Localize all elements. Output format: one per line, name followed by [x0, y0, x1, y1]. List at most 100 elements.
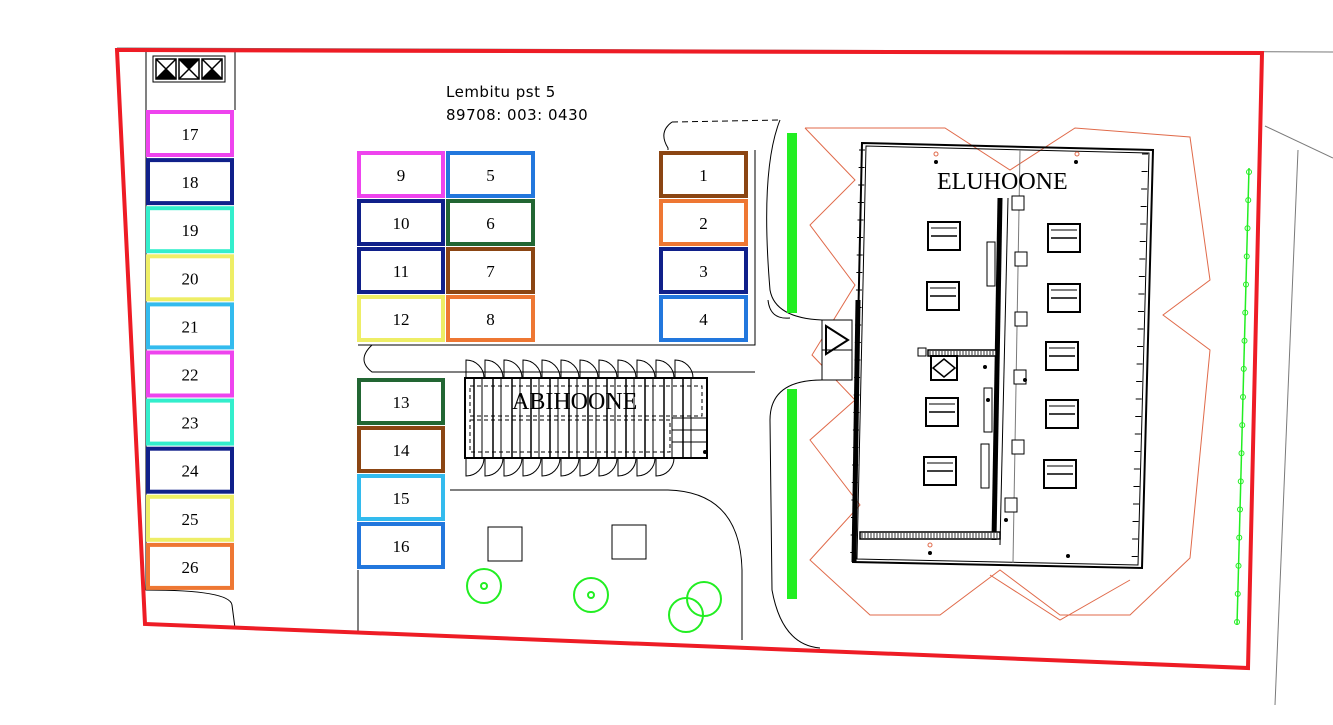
street-lines — [116, 47, 1333, 706]
window-icon — [1043, 459, 1077, 489]
parking-slot: 20 — [146, 254, 234, 302]
parking-slot: 17 — [146, 110, 234, 157]
window-icon — [925, 397, 959, 427]
main-building-windows — [923, 195, 1081, 513]
parking-slot-number: 19 — [182, 221, 199, 240]
tree-icon — [466, 568, 502, 604]
window-icon — [926, 281, 960, 311]
window-icon — [927, 221, 961, 251]
parking-slot-number: 12 — [393, 310, 410, 329]
parking-slot: 21 — [146, 302, 234, 350]
tree-icon — [668, 581, 722, 633]
parking-slot-outline — [659, 247, 748, 294]
parking-slot-outline — [357, 199, 445, 246]
parking-slot-number: 6 — [486, 214, 495, 233]
parking-slot-outline — [146, 494, 234, 542]
parking-slot-number: 16 — [393, 537, 410, 556]
yard-features — [487, 524, 647, 562]
parking-slot-number: 26 — [182, 558, 199, 577]
parking-slot-number: 7 — [486, 262, 495, 281]
window-icon — [1045, 399, 1079, 429]
parking-slot-outline — [357, 295, 445, 342]
main-building-label: ELUHOONE — [937, 169, 1068, 195]
parking-slot-number: 25 — [182, 510, 199, 529]
property-boundary — [114, 47, 1265, 671]
hedge-row-right — [1234, 167, 1252, 626]
parking-slot-number: 23 — [182, 414, 199, 433]
parking-slot-outline — [357, 151, 445, 198]
parking-slot-number: 17 — [182, 125, 200, 144]
window-icon — [1047, 223, 1081, 253]
parking-slot: 14 — [357, 426, 445, 473]
main-building: ELUHOONE — [850, 141, 1155, 570]
parking-slot-number: 5 — [486, 166, 495, 185]
parking-slot: 3 — [659, 247, 748, 294]
parking-slot: 13 — [357, 378, 445, 425]
parking-column-left: 17 18 19 20 21 22 23 24 25 26 — [146, 110, 234, 590]
hedges — [787, 133, 797, 599]
boundary-markers — [152, 55, 226, 83]
window-icon — [1045, 341, 1079, 371]
parking-slot-number: 1 — [699, 166, 708, 185]
parking-slot: 22 — [146, 350, 234, 398]
parking-slot: 25 — [146, 494, 234, 542]
parking-slot-outline — [146, 206, 234, 254]
parking-slot-outline — [659, 199, 748, 246]
marker-x-icon — [201, 58, 223, 80]
parking-slot: 23 — [146, 398, 234, 446]
parking-slot: 4 — [659, 295, 748, 342]
parking-slot: 26 — [146, 542, 234, 590]
parking-slot: 12 — [357, 295, 445, 342]
parking-slot-number: 15 — [393, 489, 410, 508]
parking-column-right: 1 23 4 — [659, 151, 748, 342]
parking-slot: 1 — [659, 151, 748, 198]
parking-slot-outline — [357, 522, 445, 569]
door-swing-arcs — [465, 359, 694, 477]
parking-slot-outline — [146, 302, 234, 350]
parking-slot-outline — [146, 158, 234, 206]
parking-slot-number: 20 — [182, 269, 199, 288]
window-icon — [1047, 283, 1081, 313]
parking-slot-outline — [357, 247, 445, 294]
entrance-gate — [821, 319, 853, 381]
parking-slot: 18 — [146, 158, 234, 206]
trees — [466, 568, 722, 633]
auxiliary-building-label: ABIHOONE — [512, 389, 637, 415]
marker-x-icon — [155, 58, 177, 80]
parking-slot: 6 — [446, 199, 535, 246]
parking-slot: 2 — [659, 199, 748, 246]
parking-slot-outline — [146, 254, 234, 302]
parking-slot-number: 4 — [699, 310, 708, 329]
parking-slot-outline — [146, 446, 234, 494]
parking-slot-outline — [357, 426, 445, 473]
parking-slot-number: 10 — [393, 214, 410, 233]
parking-slot-outline — [659, 151, 748, 198]
parking-slot-number: 8 — [486, 310, 495, 329]
marker-x-icon — [178, 58, 200, 80]
parking-slot-number: 22 — [182, 366, 199, 385]
parking-slot-number: 13 — [393, 393, 410, 412]
parking-slot-number: 21 — [182, 317, 199, 336]
buffer-zone — [804, 127, 1211, 621]
parking-slot: 7 — [446, 247, 535, 294]
parking-slot-outline — [446, 247, 535, 294]
parking-slot: 19 — [146, 206, 234, 254]
parking-slot-outline — [446, 295, 535, 342]
parking-slot-number: 9 — [397, 166, 406, 185]
parking-slot-number: 18 — [182, 173, 199, 192]
parking-slot-outline — [357, 474, 445, 521]
parking-slot-outline — [146, 350, 234, 398]
parking-slot: 10 — [357, 199, 445, 246]
parking-column-lower: 13 14 15 16 — [357, 378, 445, 569]
parking-slot-outline — [446, 199, 535, 246]
parking-slot-outline — [446, 151, 535, 198]
parking-slot-outline — [146, 398, 234, 446]
window-icon — [923, 456, 957, 486]
parking-slot: 11 — [357, 247, 445, 294]
driveway-outlines — [145, 52, 823, 649]
parking-slot-outline — [146, 110, 234, 157]
parking-slot: 9 — [357, 151, 445, 198]
parking-slot-number: 24 — [182, 462, 200, 481]
parking-column-middle-left: 9 10 11 12 — [357, 151, 445, 342]
cadastral-number: 89708: 003: 0430 — [446, 106, 588, 124]
